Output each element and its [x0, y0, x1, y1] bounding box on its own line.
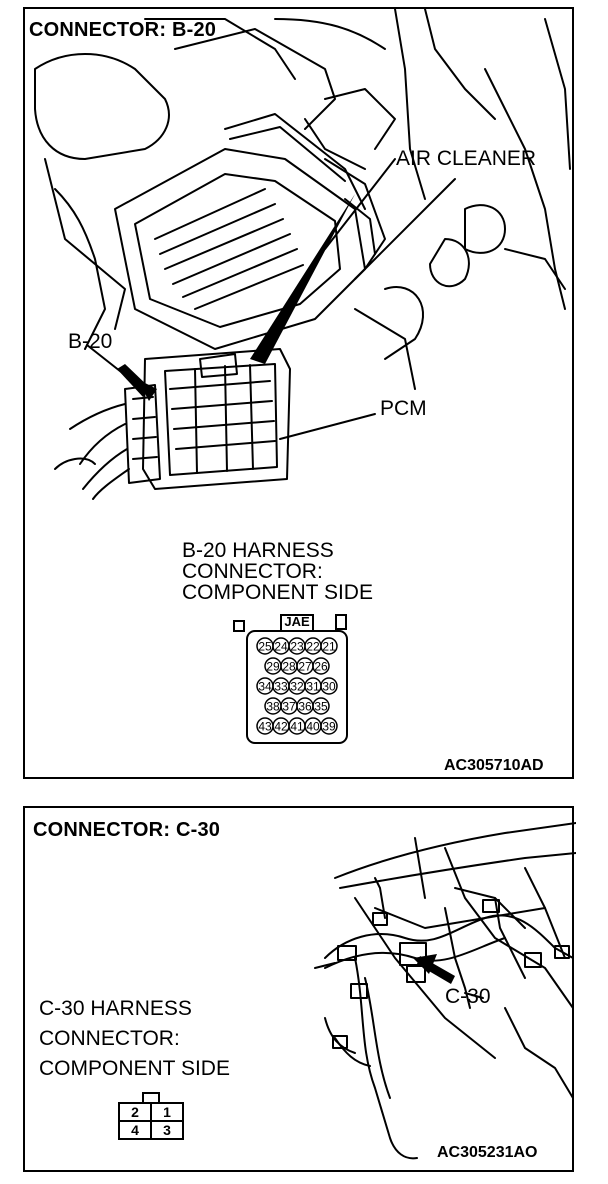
- b20-pin-number: 43: [258, 720, 272, 734]
- harness-heading-line3: COMPONENT SIDE: [39, 1057, 230, 1080]
- b20-pin-circle: [312, 697, 330, 715]
- harness-heading-line2: CONNECTOR:: [182, 560, 323, 583]
- b20-pin-circle: [320, 677, 338, 695]
- b20-pin-number: 32: [290, 680, 304, 694]
- b20-pin-number: 33: [274, 680, 288, 694]
- b20-pin-number: 39: [322, 720, 336, 734]
- c30-connector-face: 2 1 4 3: [118, 1092, 184, 1140]
- b20-pin-number: 37: [282, 700, 296, 714]
- c30-pin-number: 4: [131, 1122, 139, 1138]
- figure-code: AC305710AD: [444, 757, 544, 774]
- b20-pin-number: 29: [266, 660, 280, 674]
- b20-pin-number: 21: [322, 640, 336, 654]
- dashboard-illustration: 2 1 4 3: [118, 822, 576, 1160]
- panel-title: CONNECTOR: B-20: [29, 19, 217, 41]
- b20-pin-number: 41: [290, 720, 304, 734]
- b20-pin-circle: [312, 657, 330, 675]
- c30-pin-number: 2: [131, 1104, 139, 1120]
- harness-heading-line2: CONNECTOR:: [39, 1027, 180, 1050]
- harness-heading-line1: B-20 HARNESS: [182, 539, 334, 562]
- connector-tag: JAE: [284, 614, 310, 629]
- b20-pin-number: 25: [258, 640, 272, 654]
- b20-pin-number: 22: [306, 640, 320, 654]
- b20-pin-number: 31: [306, 680, 320, 694]
- pcm-label: PCM: [380, 397, 427, 420]
- b20-pin-number: 28: [282, 660, 296, 674]
- harness-heading-line3: COMPONENT SIDE: [182, 581, 373, 604]
- connector-b20-panel: CONNECTOR: B-20: [23, 7, 574, 779]
- b20-pin-number: 40: [306, 720, 320, 734]
- b20-pin-number: 36: [298, 700, 312, 714]
- b20-pin-number: 42: [274, 720, 288, 734]
- b20-pin-number: 27: [298, 660, 312, 674]
- b20-pin-number: 35: [314, 700, 328, 714]
- b20-pin-number: 24: [274, 640, 288, 654]
- air-cleaner-label: AIR CLEANER: [396, 147, 537, 170]
- b20-pin-circle: [320, 637, 338, 655]
- b20-callout-label: B-20: [68, 330, 113, 353]
- harness-heading-line1: C-30 HARNESS: [39, 997, 192, 1020]
- c30-pin-number: 1: [163, 1104, 171, 1120]
- connector-c30-panel: CONNECTOR: C-30: [23, 806, 576, 1172]
- b20-pin-circle: [320, 717, 338, 735]
- b20-pin-number: 26: [314, 660, 328, 674]
- b20-pin-number: 38: [266, 700, 280, 714]
- figure-code: AC305231AO: [437, 1144, 538, 1161]
- c30-callout-label: C-30: [445, 985, 491, 1008]
- c30-pin-number: 3: [163, 1122, 171, 1138]
- b20-pin-number: 30: [322, 680, 336, 694]
- b20-pin-number: 34: [258, 680, 272, 694]
- panel-title: CONNECTOR: C-30: [33, 819, 221, 841]
- b20-pin-number: 23: [290, 640, 304, 654]
